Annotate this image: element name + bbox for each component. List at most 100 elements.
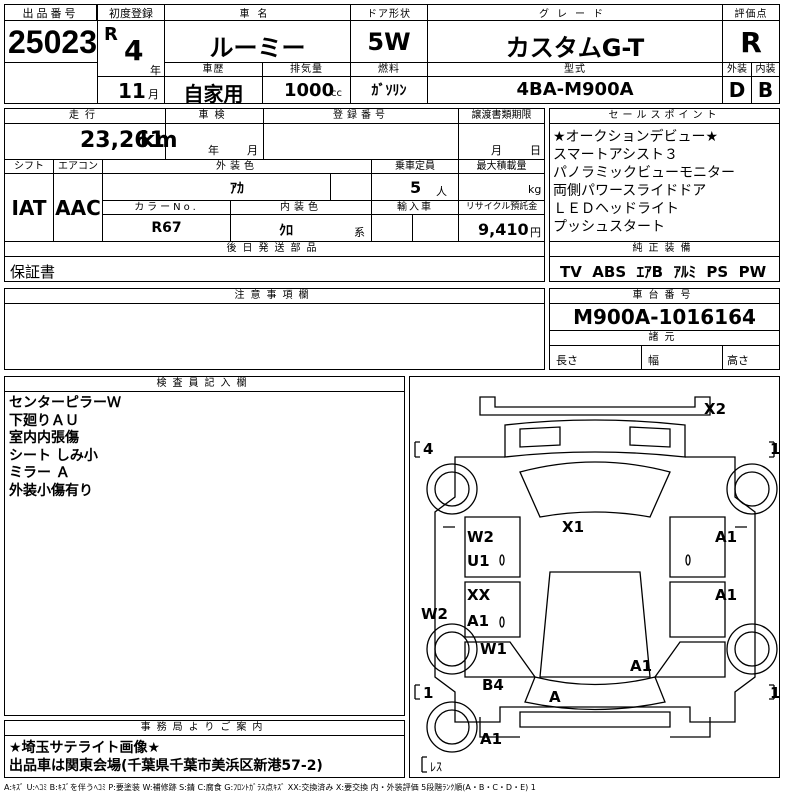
equip-header: 純正装備: [632, 243, 697, 254]
reg-header: 登録番号: [333, 110, 389, 121]
model-header: 型式: [564, 64, 586, 75]
tire-depth-rr: 1: [770, 684, 781, 702]
fuel-header: 燃料: [378, 64, 400, 75]
inspector-notes: センターピラーＷ 下廻りＡＵ 室内内張傷 シート しみ小 ミラー Ａ 外装小傷有…: [9, 395, 121, 500]
notes-section: [4, 288, 545, 370]
inspector-header: 検査員記入欄: [5, 377, 404, 392]
spec-header: 諸元: [648, 332, 681, 343]
office-section: [4, 720, 405, 778]
color: ｱｶ: [230, 181, 244, 197]
intcolor-header: 内装色: [280, 202, 322, 213]
sales-list: ★オークションデビュー★ スマートアシスト３ パノラミックビューモニター 両側パ…: [553, 128, 779, 236]
shift-header: シフト: [14, 161, 44, 172]
spec-height: 高さ: [727, 354, 749, 367]
intcolor-unit: 系: [354, 226, 365, 239]
damage-u1: U1: [467, 552, 490, 570]
door-type: 5W: [367, 28, 411, 56]
rear-right-tire: [726, 623, 778, 675]
mileage: 23,261: [80, 128, 165, 153]
load-header: 最大積載量: [476, 161, 527, 172]
front-bumper: [479, 396, 711, 416]
disp-unit: cc: [331, 88, 342, 99]
damage-a1-right-rear: A1: [715, 586, 738, 604]
disp-header: 排気量: [290, 64, 323, 75]
name-header: 車名: [165, 5, 350, 21]
transfer-header: 譲渡書類期限: [471, 110, 532, 121]
colorno-header: カラーNo.: [134, 202, 199, 213]
tire-depth-rl: 1: [423, 684, 434, 702]
frame-section: [549, 288, 780, 370]
equipment: TV ABS ｴｱB ｱﾙﾐ PS PW: [560, 263, 767, 281]
month-unit: 月: [148, 88, 159, 101]
rear-bumper: [519, 711, 671, 728]
spec-width: 幅: [648, 354, 659, 367]
left-front-door: [464, 516, 521, 578]
tire-depth-fr: 1: [770, 440, 781, 458]
ac-header: エアコン: [58, 161, 98, 172]
damage-a1-spare: A1: [480, 730, 503, 748]
score: R: [740, 26, 762, 59]
damage-w1: W1: [480, 640, 507, 658]
inspect-header: 車検: [198, 110, 231, 121]
damage-a1-rear-quarter: A1: [630, 657, 653, 675]
frame-header: 車台番号: [550, 289, 779, 304]
capacity: 5: [410, 178, 422, 197]
spec-length: 長さ: [556, 354, 578, 367]
era: R: [104, 24, 118, 45]
office-header: 事務局よりご案内: [5, 721, 404, 736]
front-right-tire: [726, 463, 778, 515]
inspector-line: 下廻りＡＵ: [9, 412, 79, 429]
damage-x1: X1: [562, 518, 585, 536]
inspector-section: [4, 376, 405, 716]
legend: A:ｷｽﾞ U:ﾍｺﾐ B:ｷｽﾞを伴うﾍｺﾐ P:要塗装 W:補修跡 S:錆 …: [4, 783, 536, 792]
history-header: 車歴: [202, 64, 225, 75]
office-notes: ★埼玉サテライト画像★ 出品車は関東会場(千葉県千葉市美浜区新港57-2): [9, 739, 323, 775]
ext-header: 外装: [727, 64, 747, 75]
right-rear-door: [669, 581, 726, 638]
rear-window: [524, 676, 666, 711]
tire-depth-fl: 4: [423, 440, 434, 458]
rear-left-tire: [426, 623, 478, 675]
right-front-door: [669, 516, 726, 578]
office-line: 出品車は関東会場(千葉県千葉市美浜区新港57-2): [9, 758, 323, 774]
later-parts: 保証書: [10, 263, 56, 281]
lot-header: 出品番号: [5, 5, 97, 21]
sales-section: [549, 108, 780, 282]
sales-item: スマートアシスト３: [553, 147, 679, 163]
ext-grade: D: [728, 78, 746, 102]
history: 自家用: [183, 82, 244, 106]
windshield: [519, 461, 671, 518]
door-header: ドア形状: [351, 5, 427, 21]
inspector-line: ミラー Ａ: [9, 465, 70, 481]
sales-item: ＬＥＤヘッドライト: [553, 201, 679, 217]
car-diagram: [414, 396, 778, 773]
recycle-header: リサイクル預託金: [465, 202, 538, 212]
cap-unit: 人: [436, 185, 447, 198]
load-unit: kg: [528, 183, 542, 196]
color-no: R67: [151, 220, 182, 236]
recycle-fee: 9,410: [478, 220, 529, 239]
reg-month: 11: [118, 79, 146, 103]
inspect-year: 年: [208, 144, 219, 157]
score-header: 評価点: [723, 5, 779, 21]
sales-header: セールスポイント: [550, 109, 779, 124]
sales-item: プッシュスタート: [553, 219, 665, 235]
inspector-line: センターピラーＷ: [9, 395, 121, 411]
frame-number: M900A-1016164: [573, 305, 756, 329]
first-reg-header: 初度登録: [98, 5, 164, 21]
spare-less: ﾚｽ: [430, 760, 443, 774]
damage-b4: B4: [482, 676, 504, 694]
lot-number: 25023: [8, 24, 97, 60]
damage-xx: XX: [467, 586, 491, 604]
model: 4BA-M900A: [516, 79, 634, 100]
diagram-section: [409, 376, 780, 778]
inspector-line: 外装小傷有り: [9, 482, 93, 499]
cap-header: 乗車定員: [395, 161, 435, 172]
later-header: 後日発送部品: [226, 243, 323, 254]
displacement: 1000: [284, 80, 335, 101]
int-grade: B: [757, 78, 774, 102]
sales-item: ★オークションデビュー★: [553, 129, 719, 145]
grade: カスタムG-T: [505, 34, 645, 62]
front-left-tire: [426, 463, 478, 515]
shift: IAT: [11, 196, 47, 220]
